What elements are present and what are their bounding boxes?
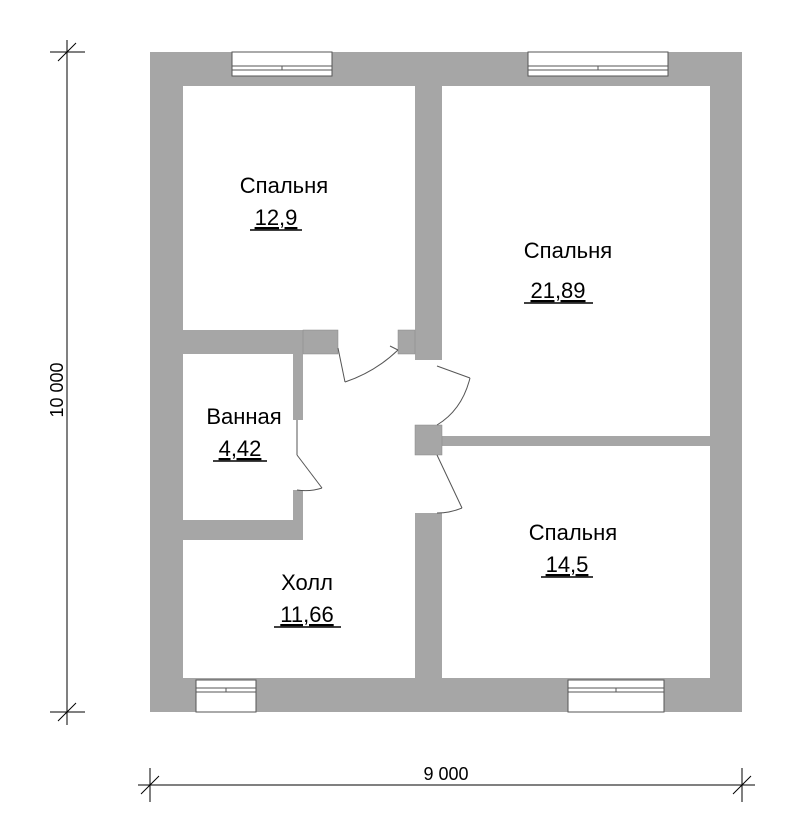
floor-bedroom-bottom-right xyxy=(442,446,710,678)
door-jambs xyxy=(302,329,443,456)
floor-bedroom-top-left xyxy=(183,86,415,330)
room-area-bedroom-top-left: 12,9 xyxy=(255,205,298,230)
room-area-bedroom-bottom-right: 14,5 xyxy=(546,552,589,577)
dimension-width: 9 000 xyxy=(138,764,755,802)
doorway-bathroom xyxy=(293,420,303,490)
window-top-left xyxy=(231,51,333,77)
door-bedroom-top-left xyxy=(337,345,399,383)
room-name-bedroom-bottom-right: Спальня xyxy=(529,520,617,545)
room-area-bathroom: 4,42 xyxy=(219,436,262,461)
dimension-height-label: 10 000 xyxy=(47,362,67,417)
window-bottom-right xyxy=(567,679,665,713)
partition-right-bedrooms xyxy=(442,436,710,446)
room-name-bedroom-top-right: Спальня xyxy=(524,238,612,263)
dimension-width-label: 9 000 xyxy=(423,764,468,784)
room-area-hall: 11,66 xyxy=(280,602,333,627)
floor-hall-lower xyxy=(183,540,415,678)
window-top-right xyxy=(527,51,669,77)
floor-bedroom-top-right xyxy=(442,86,710,436)
door-bathroom xyxy=(296,420,323,492)
door-bedroom-top-right xyxy=(436,365,471,426)
room-name-hall: Холл xyxy=(281,570,333,595)
doorway-bedroom-bottom-right xyxy=(415,455,442,513)
door-bedroom-bottom-right xyxy=(436,454,463,514)
floor-bathroom xyxy=(183,354,293,520)
room-name-bathroom: Ванная xyxy=(206,404,281,429)
floor-hall-corridor xyxy=(303,354,415,540)
room-name-bedroom-top-left: Спальня xyxy=(240,173,328,198)
doorway-bedroom-top-left xyxy=(338,330,398,354)
doorway-bedroom-top-right xyxy=(415,360,442,425)
window-bottom-left xyxy=(195,679,257,713)
room-area-bedroom-top-right: 21,89 xyxy=(530,278,585,303)
dimension-height: 10 000 xyxy=(47,40,85,725)
